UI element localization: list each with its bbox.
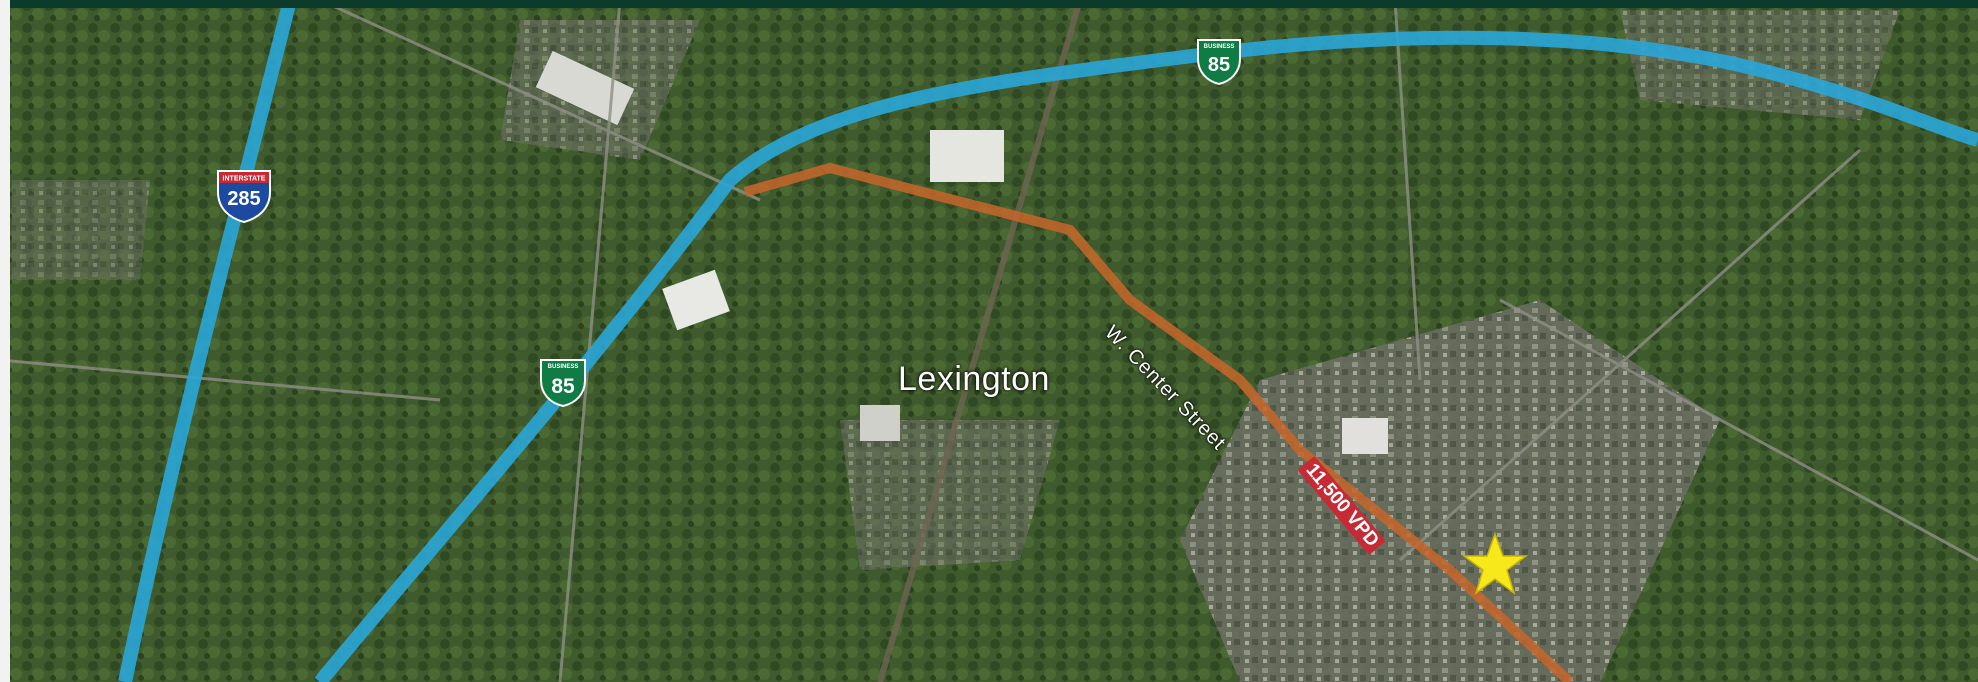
shield-top-label: BUSINESS xyxy=(1204,44,1235,50)
shield-top-label: INTERSTATE xyxy=(223,176,266,183)
shield-top-label: BUSINESS xyxy=(548,364,579,370)
business-85-shield-west: BUSINESS 85 xyxy=(540,359,586,408)
interstate-285-shield: INTERSTATE 285 xyxy=(217,170,271,224)
shield-number: 85 xyxy=(551,375,575,398)
business-85-shield-east: BUSINESS 85 xyxy=(1197,39,1241,86)
shield-number: 85 xyxy=(1208,54,1230,76)
star-icon[interactable] xyxy=(1462,532,1528,596)
city-label: Lexington xyxy=(898,360,1050,398)
top-border xyxy=(0,0,1978,8)
left-border xyxy=(0,0,10,682)
shield-number: 285 xyxy=(227,188,260,210)
